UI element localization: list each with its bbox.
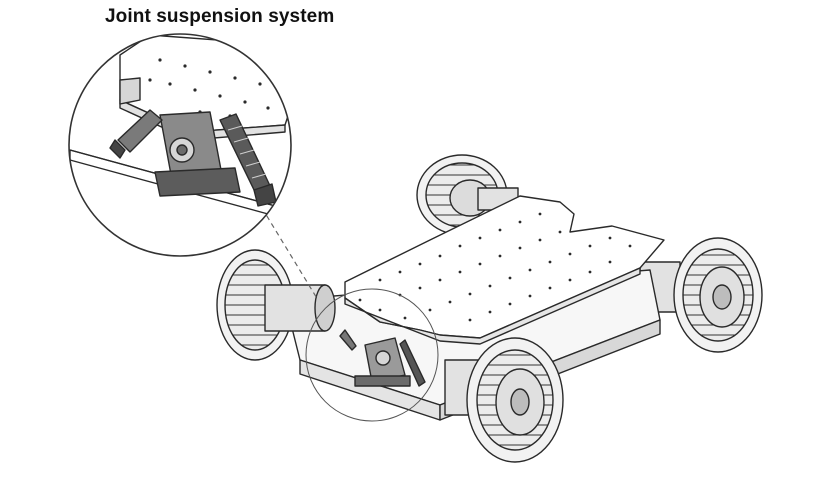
wheel-front-right [444,337,564,463]
figure-title: Joint suspension system [105,6,335,27]
suspension-pivot-main [339,329,426,387]
zoom-callout [68,33,292,257]
zoom-target-circle [305,288,439,422]
chassis [216,154,763,463]
plate-holes [358,212,632,322]
wheel-front-left [216,249,336,361]
